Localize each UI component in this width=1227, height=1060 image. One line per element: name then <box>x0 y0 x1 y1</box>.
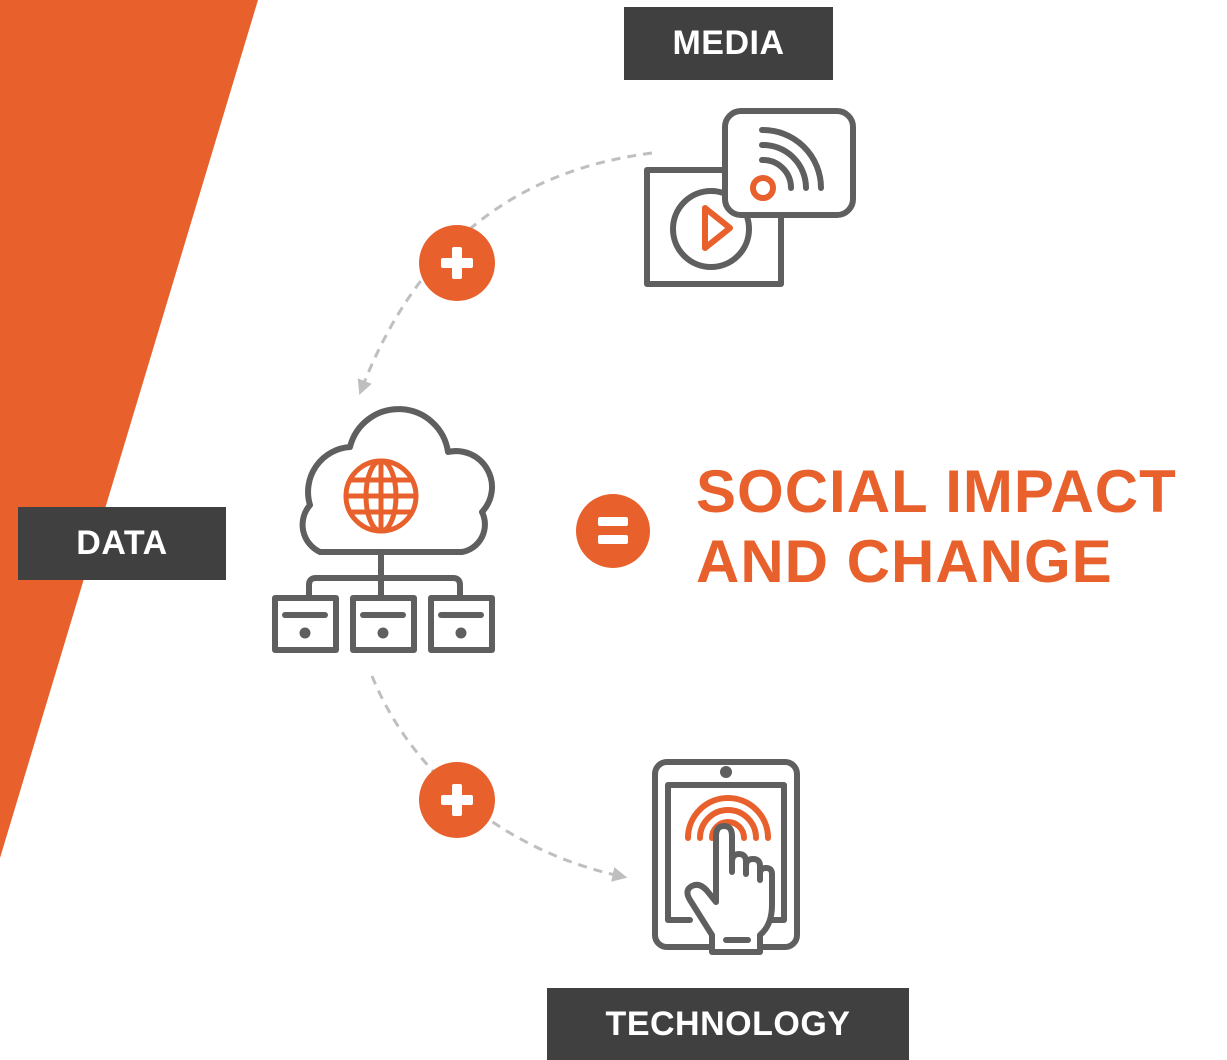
result-line-1: SOCIAL IMPACT <box>696 458 1177 525</box>
result-line-2: AND CHANGE <box>696 528 1113 595</box>
result-text: SOCIAL IMPACT AND CHANGE <box>696 457 1216 597</box>
media-label: MEDIA <box>624 7 833 80</box>
tablet-touch-icon <box>652 759 800 955</box>
plus-circle-bottom <box>419 762 495 838</box>
data-label: DATA <box>18 507 226 580</box>
plus-circle-top <box>419 225 495 301</box>
media-broadcast-icon <box>644 108 856 287</box>
connector-media-to-data <box>357 151 653 395</box>
orange-diagonal-band <box>0 0 258 858</box>
connector-data-to-technology <box>370 675 628 882</box>
cloud-network-icon <box>272 406 495 653</box>
equals-circle <box>576 494 650 568</box>
technology-label: TECHNOLOGY <box>547 988 909 1060</box>
